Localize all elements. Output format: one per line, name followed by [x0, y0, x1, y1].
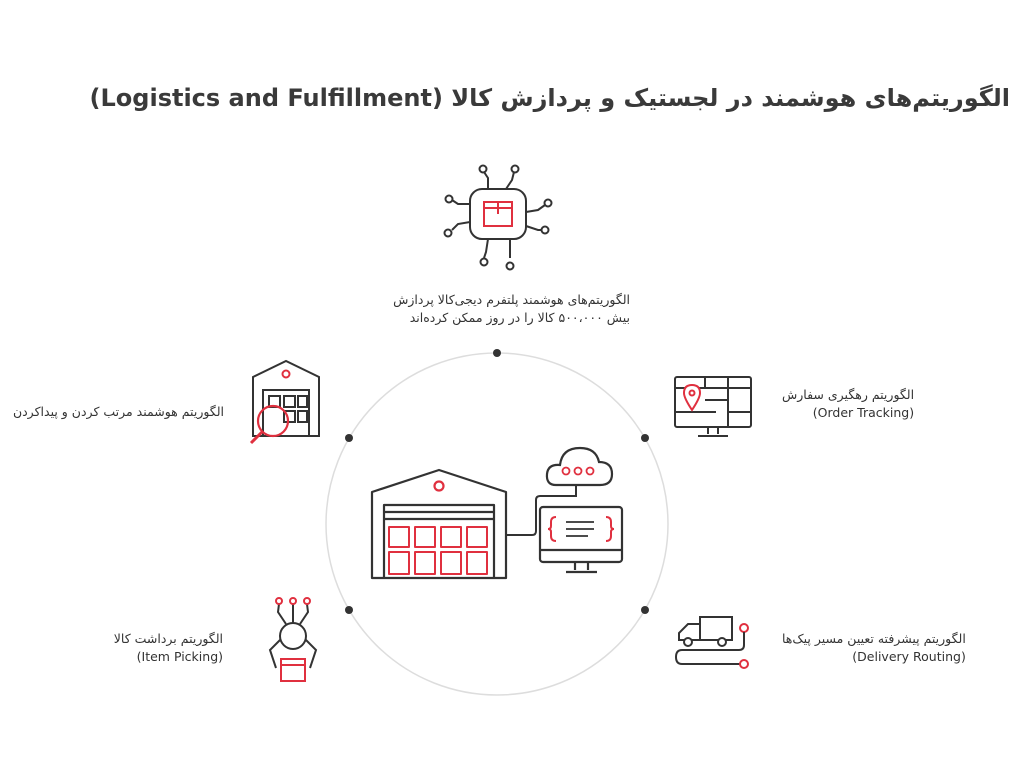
- label-routing-line1: الگوریتم پیشرفته تعیین مسیر پیک‌ها: [782, 631, 966, 646]
- cloud-icon: [545, 446, 614, 487]
- label-tracking-line1: الگوریتم رهگیری سفارش: [782, 387, 915, 402]
- hub-circle: [325, 352, 669, 696]
- label-sorting-line1: الگوریتم هوشمند مرتب کردن و پیداکردن: [12, 404, 224, 419]
- label-picking-line2: (Item Picking): [136, 649, 223, 664]
- label-picking: الگوریتم برداشت کالا (Item Picking): [114, 630, 223, 666]
- node-dot-bottom-right: [641, 606, 649, 614]
- label-routing: الگوریتم پیشرفته تعیین مسیر پیک‌ها (Deli…: [782, 630, 966, 666]
- label-top-line2: بیش ۵۰۰،۰۰۰ کالا را در روز ممکن کرده‌اند: [409, 310, 630, 325]
- label-picking-line1: الگوریتم برداشت کالا: [113, 631, 223, 646]
- label-top: الگوریتم‌های هوشمند پلتفرم دیجی‌کالا پرد…: [360, 291, 630, 327]
- map-monitor-icon: [674, 376, 752, 437]
- node-dot-top: [493, 349, 501, 357]
- chip-box-icon: [443, 164, 553, 271]
- truck-route-icon: [674, 616, 749, 669]
- label-tracking-line2: (Order Tracking): [812, 405, 915, 420]
- label-sorting: الگوریتم هوشمند مرتب کردن و پیداکردن: [13, 403, 224, 421]
- label-top-line1: الگوریتم‌های هوشمند پلتفرم دیجی‌کالا پرد…: [393, 292, 630, 307]
- node-dot-bottom-left: [345, 606, 353, 614]
- node-dot-top-right: [641, 434, 649, 442]
- code-monitor-icon: [538, 505, 624, 574]
- warehouse-icon: [370, 468, 508, 580]
- connector-line: [506, 485, 577, 536]
- label-tracking: الگوریتم رهگیری سفارش (Order Tracking): [782, 386, 914, 422]
- label-routing-line2: (Delivery Routing): [852, 649, 966, 664]
- node-dot-top-left: [345, 434, 353, 442]
- robot-arm-icon: [268, 597, 318, 682]
- warehouse-search-icon: [249, 359, 320, 445]
- page-title: الگوریتم‌های هوشمند در لجستیک و پردازش ک…: [89, 84, 1010, 112]
